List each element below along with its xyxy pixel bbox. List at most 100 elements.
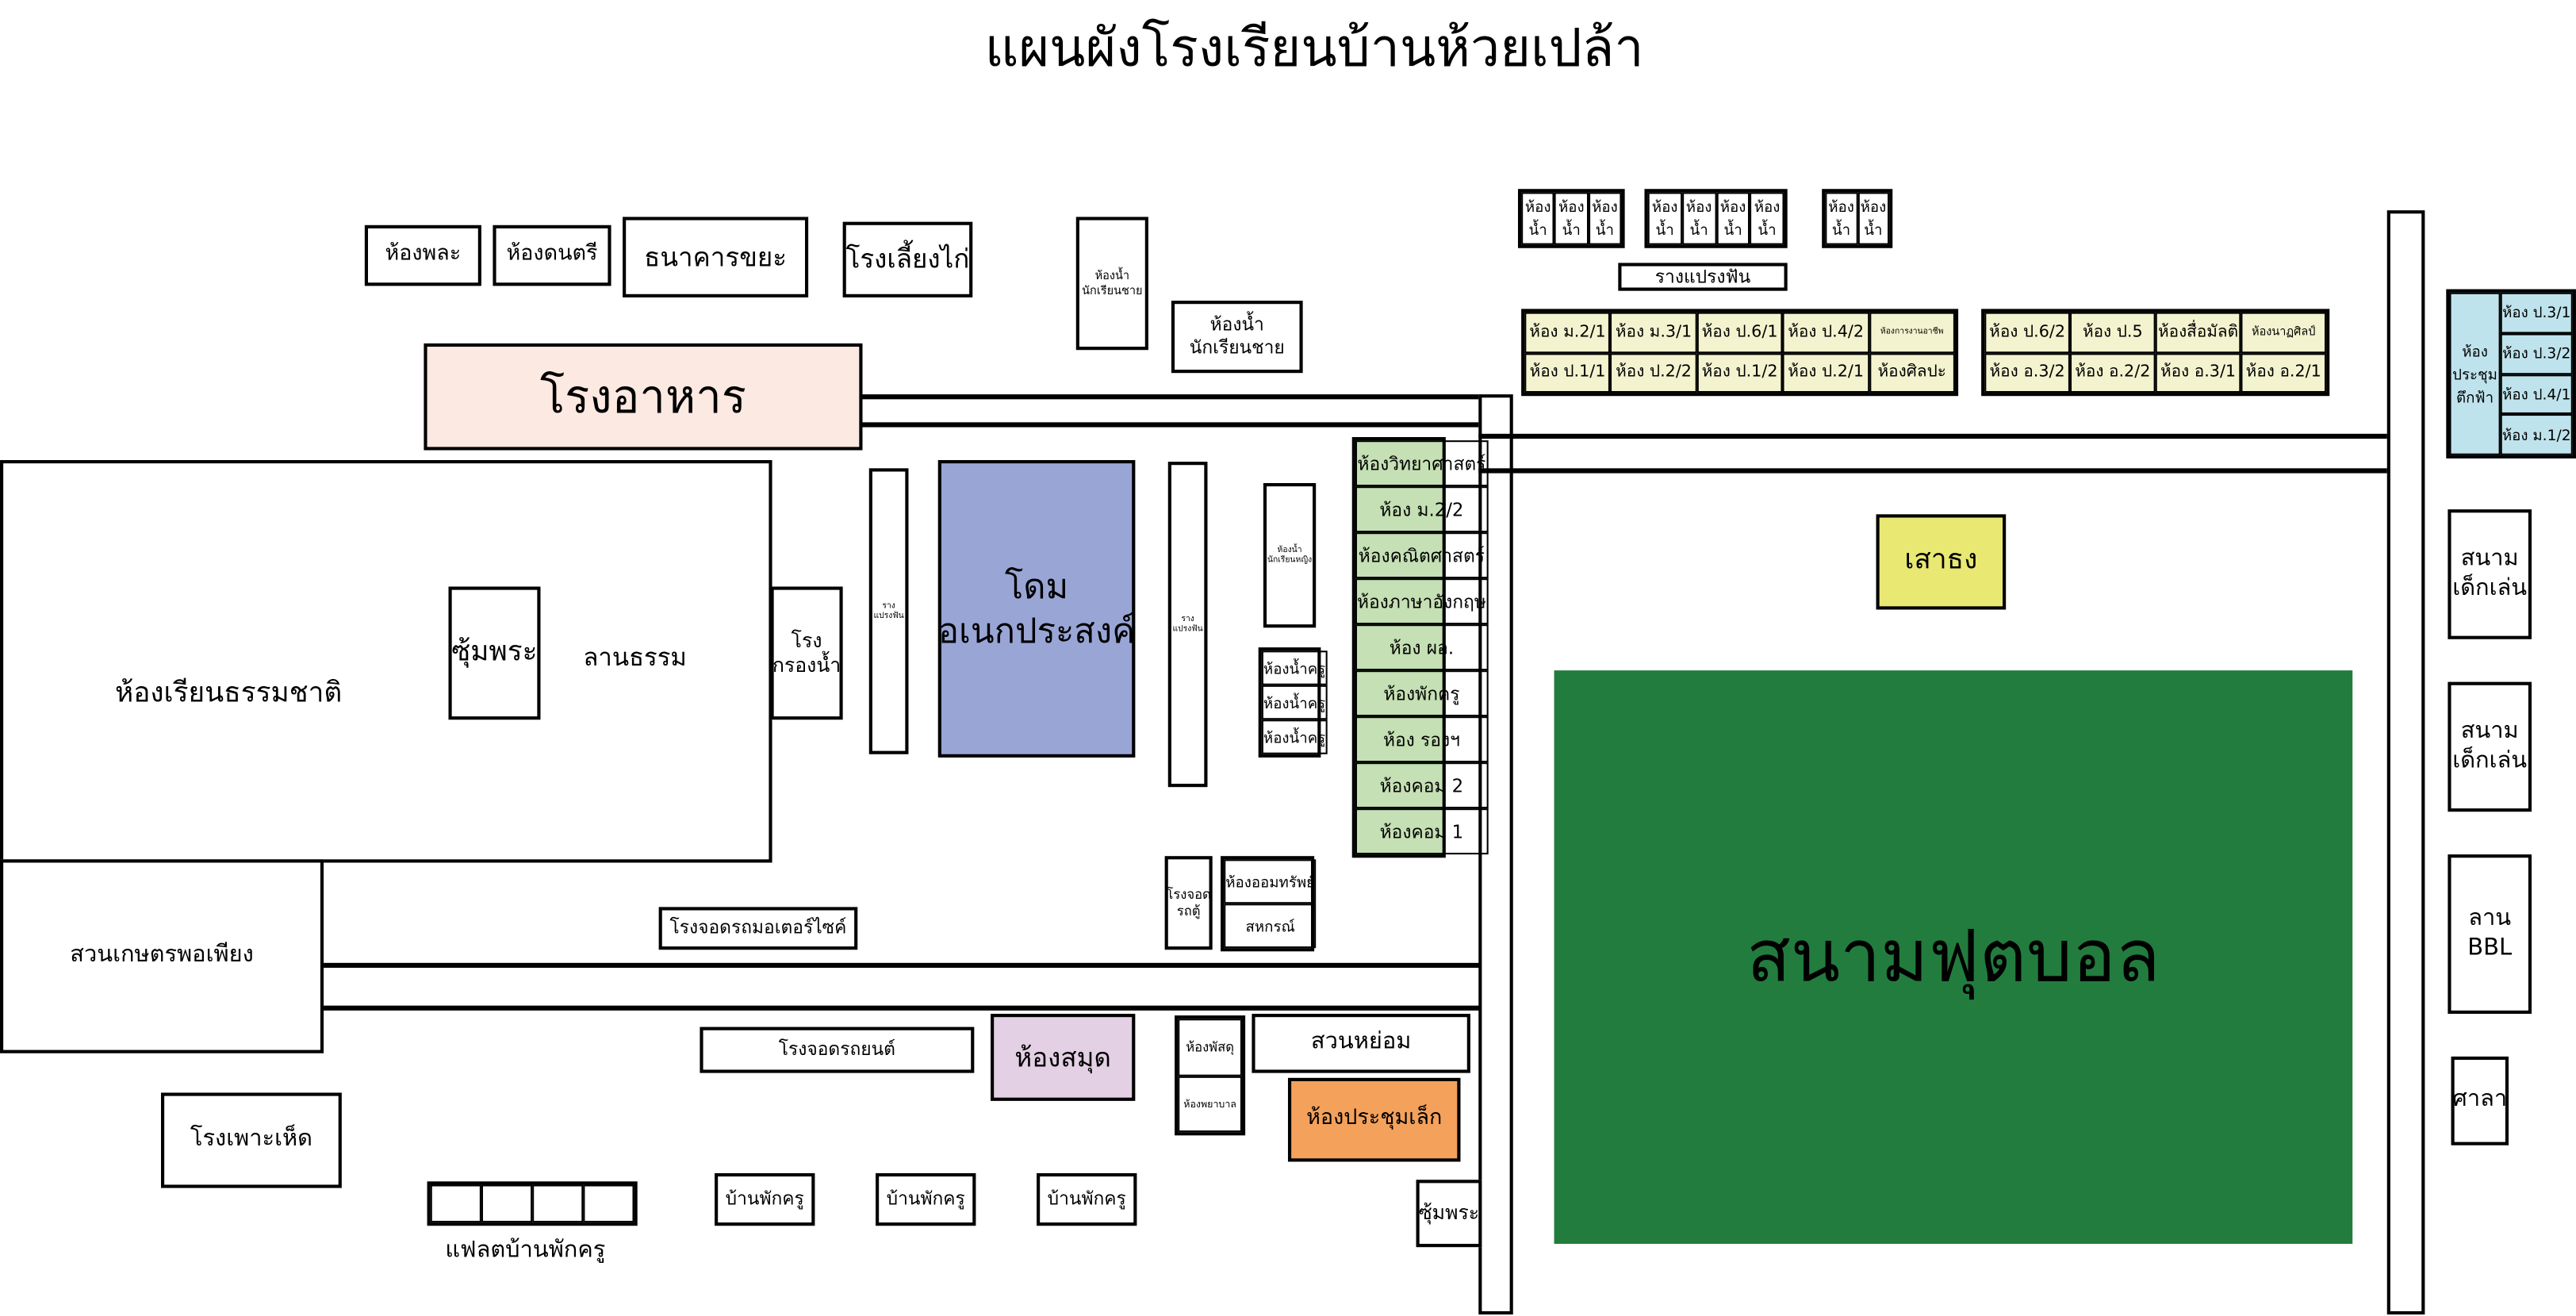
label: เด็กเล่น [2452, 574, 2528, 601]
room: ห้อง ม.2/2 [1355, 486, 1488, 533]
room: ห้องวิทยาศาสตร์ [1355, 440, 1488, 487]
label: ห้อง [1860, 200, 1887, 217]
coop-store: สหกรณ์ [1224, 904, 1317, 949]
tooth-brush-station-2: รางแปรงฟัน [1167, 462, 1208, 788]
toilet: ห้องน้ำ [1647, 192, 1682, 245]
label: ประชุม [2452, 366, 2497, 384]
road-line [1478, 433, 2389, 439]
teacher-house: บ้านพักครู [1037, 1172, 1137, 1226]
label: โรงจอดรถมอเตอร์ไซค์ [669, 917, 847, 939]
teacher-toilets: ห้องน้ำครู ห้องน้ำครู ห้องน้ำครู [1258, 647, 1328, 758]
room: ห้อง ป.2/2 [1610, 352, 1697, 393]
boys-toilet-1: ห้องน้ำนักเรียนชาย [1075, 217, 1148, 351]
label: น้ำ [1655, 223, 1674, 240]
music-room: ห้องดนตรี [493, 224, 611, 286]
label: โรงจอดรถยนต์ [778, 1038, 895, 1061]
sky-meeting-room: ห้องประชุมตึกฟ้า [2449, 292, 2501, 455]
label: นักเรียนชาย [1189, 336, 1285, 359]
tooth-brush-station-top: รางแปรงฟัน [1618, 263, 1788, 291]
label: น้ำ [1864, 223, 1883, 240]
toilet: ห้องน้ำ [1825, 192, 1857, 245]
room: ห้อง ป.4/1 [2500, 374, 2573, 415]
label: น้ำ [1528, 223, 1547, 240]
room: ห้อง ม.2/1 [1524, 312, 1611, 353]
label: ราง [882, 600, 895, 612]
teacher-toilet: ห้องน้ำครู [1261, 719, 1328, 754]
mushroom-house: โรงเพาะเห็ด [160, 1092, 342, 1188]
flat-unit [430, 1184, 481, 1223]
small-garden: สวนหย่อม [1252, 1014, 1470, 1073]
toilet: ห้องน้ำ [1588, 192, 1622, 245]
label: แปรงฟัน [1172, 624, 1203, 635]
green-building: ห้องวิทยาศาสตร์ ห้อง ม.2/2 ห้องคณิตศาสตร… [1351, 436, 1488, 858]
sufficiency-garden: สวนเกษตรพอเพียง [0, 859, 324, 1053]
label: นักเรียนหญิง [1267, 555, 1313, 566]
motorcycle-garage: โรงจอดรถมอเตอร์ไซค์ [658, 907, 858, 950]
savings-room: ห้องออมทรัพย์ [1224, 859, 1317, 904]
label: ห้องน้ำ [1277, 545, 1302, 555]
label: ห้องประชุมเล็ก [1306, 1106, 1443, 1131]
buddha-shrine-2: ซุ้มพระ [1416, 1180, 1482, 1248]
room: ห้องการงานอาชีพ [1869, 312, 1955, 353]
teacher-toilet: ห้องน้ำครู [1261, 685, 1328, 720]
toilet: ห้องน้ำ [1857, 192, 1890, 245]
label: โรงจอด [1166, 886, 1211, 902]
label: สนามฟุตบอล [1746, 915, 2160, 999]
nature-classroom [0, 459, 772, 863]
label: ห้องสมุด [1014, 1041, 1111, 1072]
label: น้ำ [1562, 223, 1581, 240]
room: ห้อง ป.2/1 [1782, 352, 1869, 393]
label: ห้อง [1592, 200, 1618, 217]
road-vertical-right [2386, 210, 2425, 1315]
room: ห้อง ม.1/2 [2500, 414, 2573, 455]
toilet-block-1: ห้องน้ำ ห้องน้ำ ห้องน้ำ [1517, 189, 1625, 248]
room: ห้อง ป.1/2 [1696, 352, 1783, 393]
road-line [861, 422, 1482, 427]
toilet-block-2: ห้องน้ำ ห้องน้ำ ห้องน้ำ ห้องน้ำ [1644, 189, 1788, 248]
toilet: ห้องน้ำ [1554, 192, 1589, 245]
label: โดม [1004, 567, 1069, 607]
nature-classroom-label: ห้องเรียนธรรมชาติ [114, 677, 343, 710]
label: ห้อง [1558, 200, 1585, 217]
label: ห้องน้ำ [1094, 269, 1130, 282]
yellow-building-1: ห้อง ม.2/1 ห้อง ม.3/1 ห้อง ป.6/1 ห้อง ป.… [1521, 309, 1959, 397]
room: ห้อง ม.3/1 [1610, 312, 1697, 353]
label: กรองน้ำ [772, 653, 841, 677]
label: น้ำ [1689, 223, 1708, 240]
label: นักเรียนชาย [1082, 283, 1143, 297]
label: บ้านพักครู [1047, 1187, 1126, 1210]
label: ตึกฟ้า [2456, 389, 2494, 407]
toilet: ห้องน้ำ [1681, 192, 1716, 245]
music-room-label: ห้องดนตรี [506, 242, 598, 267]
room: ห้อง ป.6/2 [1984, 312, 2070, 353]
chicken-house: โรงเลี้ยงไก่ [842, 221, 973, 297]
room: ห้อง อ.3/1 [2155, 352, 2241, 393]
label: ศาลา [2452, 1086, 2508, 1113]
room: ห้อง อ.3/2 [1984, 352, 2070, 393]
toilet: ห้องน้ำ [1521, 192, 1555, 245]
van-garage: โรงจอดรถตู้ [1164, 856, 1213, 950]
label: สวนหย่อม [1310, 1029, 1412, 1056]
map-title: แผนผังโรงเรียนบ้านห้วยเปล้า [984, 16, 1644, 79]
chicken-house-label: โรงเลี้ยงไก่ [845, 243, 970, 274]
playground-1: สนามเด็กเล่น [2448, 509, 2532, 639]
road-line [321, 1005, 1481, 1010]
toilet: ห้องน้ำ [1715, 192, 1750, 245]
room: ห้องศิลปะ [1869, 352, 1955, 393]
teacher-flats-label: แฟลตบ้านพักครู [445, 1237, 606, 1264]
label: น้ำ [1758, 223, 1777, 240]
playground-2: สนามเด็กเล่น [2448, 681, 2532, 812]
label: บ้านพักครู [886, 1187, 965, 1210]
pavilion: ศาลา [2451, 1056, 2509, 1145]
label: BBL [2467, 934, 2513, 961]
room: ห้องคณิตศาสตร์ [1355, 532, 1488, 579]
room: ห้อง ป.1/1 [1524, 352, 1611, 393]
flat-unit [532, 1184, 584, 1223]
room: ห้องภาษาอังกฤษ [1355, 578, 1488, 625]
label: เด็กเล่น [2452, 746, 2528, 773]
room: ห้องสื่อมัลติ [2155, 312, 2241, 353]
label: น้ำ [1595, 223, 1615, 240]
label: รถตู้ [1176, 903, 1201, 918]
car-garage: โรงจอดรถยนต์ [700, 1026, 975, 1073]
label: อเนกประสงค์ [937, 610, 1136, 650]
